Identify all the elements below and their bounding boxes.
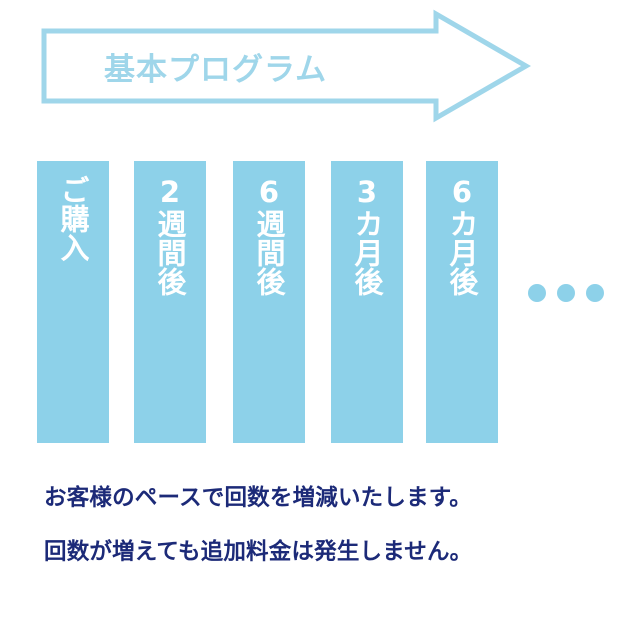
ellipsis-dot xyxy=(557,284,575,302)
stage-bar-3-months: 3カ月後 xyxy=(331,161,403,443)
arrow-outline xyxy=(41,9,531,123)
ellipsis-dot xyxy=(528,284,546,302)
continuation-ellipsis-icon xyxy=(528,284,604,302)
stage-label: 6週間後 xyxy=(252,175,286,296)
program-arrow xyxy=(41,9,531,123)
stage-label: 2週間後 xyxy=(153,175,187,296)
program-title: 基本プログラム xyxy=(104,52,328,88)
stage-bar-2-weeks: 2週間後 xyxy=(134,161,206,443)
stage-bar-6-months: 6カ月後 xyxy=(426,161,498,443)
note-no-extra-fee: 回数が増えても追加料金は発生しません。 xyxy=(44,539,473,565)
stage-label: 6カ月後 xyxy=(445,175,479,296)
stage-bar-6-weeks: 6週間後 xyxy=(233,161,305,443)
stage-label: ご購入 xyxy=(56,175,90,262)
stage-bar-purchase: ご購入 xyxy=(37,161,109,443)
note-pace: お客様のペースで回数を増減いたします。 xyxy=(44,485,472,511)
stage-label: 3カ月後 xyxy=(350,175,384,296)
ellipsis-dot xyxy=(586,284,604,302)
